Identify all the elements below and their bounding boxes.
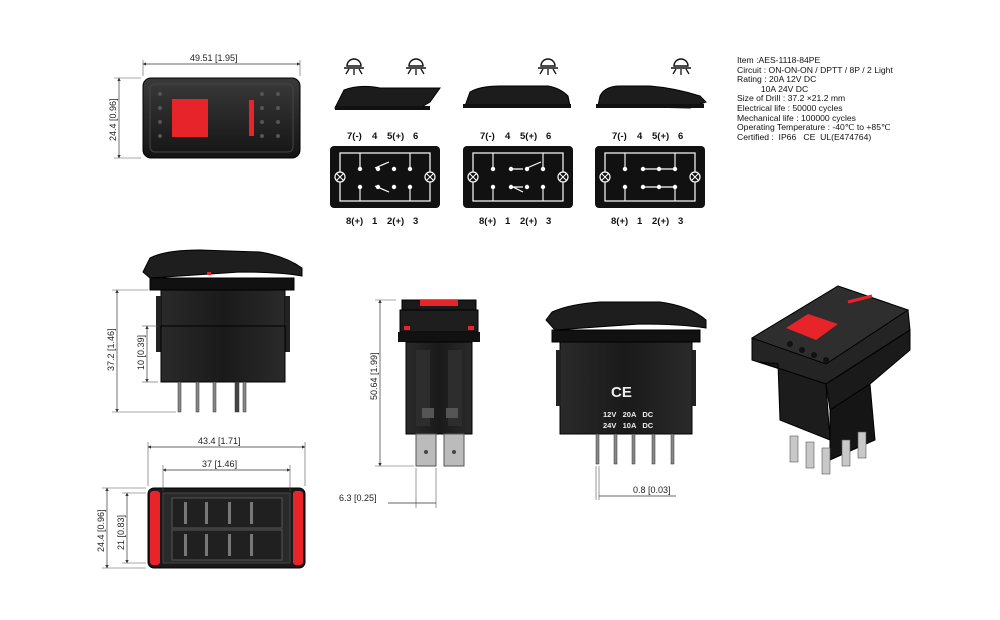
terminal-2: 2(+) bbox=[652, 216, 669, 227]
spec-item: Item :AES-1118-84PE bbox=[737, 55, 821, 65]
lamp-icon bbox=[405, 58, 427, 76]
terminal-3: 3 bbox=[678, 216, 683, 227]
lamp-icon bbox=[343, 58, 365, 76]
spec-drill-size: Size of Drill : 37.2 ×21.2 mm bbox=[737, 93, 846, 104]
spec-rating: Rating : 20A 12V DC bbox=[737, 74, 817, 85]
terminal-5: 5(+) bbox=[387, 131, 404, 142]
bottom-inner-height-dim: 21 [0.83] bbox=[116, 515, 126, 550]
terminal-6: 6 bbox=[546, 131, 551, 142]
terminal-2: 2(+) bbox=[520, 216, 537, 227]
terminal-8: 8(+) bbox=[611, 216, 628, 227]
terminal-4: 4 bbox=[505, 131, 511, 142]
side-inner-dim: 10 [0.39] bbox=[136, 335, 146, 370]
indicator-window-red bbox=[172, 99, 208, 137]
position-views bbox=[329, 58, 707, 209]
bottom-view: 43.4 [1.71] 37 [1.46] 24.4 [0.96] 21 [0.… bbox=[96, 436, 306, 569]
spec-rating-24v: 10A 24V DC bbox=[737, 83, 809, 94]
spec-electrical-life: Electrical life : 50000 cycles bbox=[737, 102, 843, 113]
terminal-4: 4 bbox=[372, 131, 378, 142]
terminal-1: 1 bbox=[637, 216, 643, 227]
wiring-diagram-1 bbox=[329, 145, 441, 209]
terminal-5: 5(+) bbox=[520, 131, 537, 142]
spec-block: Item :AES-1118-84PE Circuit : ON-ON-ON /… bbox=[737, 55, 997, 142]
front-width-dim: 49.51 [1.95] bbox=[190, 53, 238, 63]
lamp-icon bbox=[537, 58, 559, 76]
terminal-7: 7(-) bbox=[612, 131, 627, 142]
terminal-8: 8(+) bbox=[346, 216, 363, 227]
total-height-dim: 50.64 [1.99] bbox=[369, 352, 379, 400]
side-height-dim: 37.2 [1.46] bbox=[106, 328, 116, 371]
spec-mechanical-life: Mechanical life : 100000 cycles bbox=[737, 112, 856, 123]
terminal-thickness-dim: 0.8 [0.03] bbox=[633, 485, 671, 495]
wiring-diagram-2 bbox=[462, 145, 574, 209]
narrow-side-view: 50.64 [1.99] 6.3 [0.25] bbox=[339, 299, 480, 508]
lamp-icon bbox=[670, 58, 692, 76]
terminal-1: 1 bbox=[372, 216, 378, 227]
front-view: 49.51 [1.95] 24.4 [0.96] bbox=[108, 53, 301, 159]
isometric-view bbox=[750, 285, 911, 475]
rating-label-24v: 24V 10A DC bbox=[603, 421, 654, 430]
terminal-5: 5(+) bbox=[652, 131, 669, 142]
terminal-8: 8(+) bbox=[479, 216, 496, 227]
terminal-3: 3 bbox=[413, 216, 418, 227]
bottom-width-dim: 43.4 [1.71] bbox=[198, 436, 241, 446]
terminal-7: 7(-) bbox=[347, 131, 362, 142]
terminal-7: 7(-) bbox=[480, 131, 495, 142]
rating-label-12v: 12V 20A DC bbox=[603, 410, 654, 419]
bottom-inner-width-dim: 37 [1.46] bbox=[202, 459, 237, 469]
ce-mark: CE bbox=[611, 384, 632, 401]
side-view: 37.2 [1.46] 10 [0.39] bbox=[106, 249, 303, 413]
terminal-3: 3 bbox=[546, 216, 551, 227]
terminal-offset-dim: 6.3 [0.25] bbox=[339, 493, 377, 503]
terminal-2: 2(+) bbox=[387, 216, 404, 227]
terminal-6: 6 bbox=[413, 131, 418, 142]
terminal-6: 6 bbox=[678, 131, 683, 142]
spec-circuit: Circuit : ON-ON-ON / DPTT / 8P / 2 Light bbox=[737, 64, 893, 75]
bottom-height-dim: 24.4 [0.96] bbox=[96, 509, 106, 552]
spec-temperature: Operating Temperature : -40℃ to +85℃ bbox=[737, 122, 891, 133]
front-height-dim: 24.4 [0.96] bbox=[108, 98, 118, 141]
rear-view: CE 12V 20A DC 24V 10A DC 0.8 [0.03] bbox=[545, 301, 707, 500]
terminal-4: 4 bbox=[637, 131, 643, 142]
terminal-labels: 7(-) 4 5(+) 6 8(+) 1 2(+) 3 7(-) 4 5(+) … bbox=[346, 131, 683, 227]
terminal-1: 1 bbox=[505, 216, 511, 227]
wiring-diagram-3 bbox=[594, 145, 706, 209]
spec-certified: Certified : IP66 CE UL(E474764) bbox=[737, 131, 872, 142]
